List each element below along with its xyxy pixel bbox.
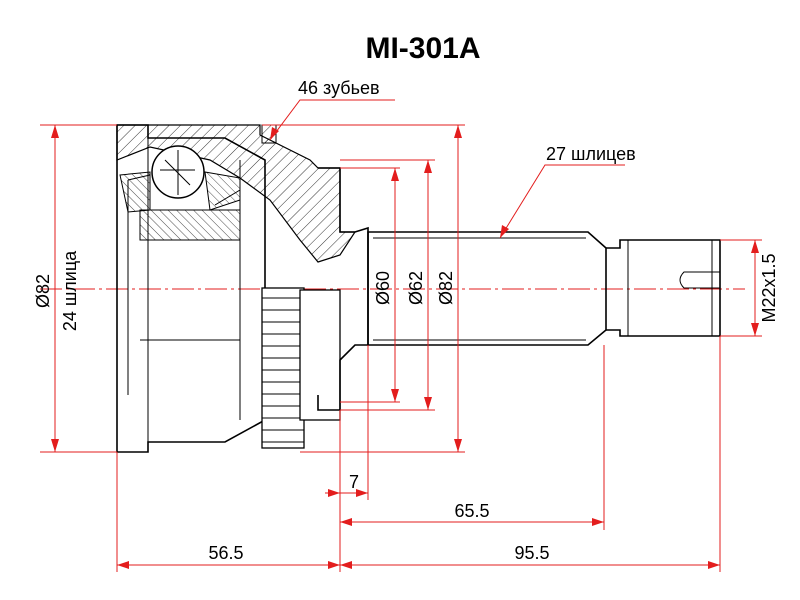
dimension-lines — [40, 99, 762, 572]
part-number-title: MI-301A — [365, 32, 480, 65]
housing-diameter-label: Ø82 — [33, 274, 53, 308]
length-56-5-label: 56.5 — [208, 543, 243, 563]
diameter-82-label: Ø82 — [436, 271, 456, 305]
abs-ring — [261, 124, 341, 449]
diameter-60-label: Ø60 — [373, 271, 393, 305]
diameter-62-label: Ø62 — [406, 271, 426, 305]
teeth-count-label: 46 зубьев — [298, 78, 380, 98]
outer-race — [116, 124, 357, 453]
shaft-splines-label: 27 шлицев — [546, 144, 636, 164]
inner-splines-label: 24 шлица — [60, 250, 80, 331]
threaded-end — [606, 239, 721, 337]
length-7-label: 7 — [349, 472, 359, 492]
length-95-5-label: 95.5 — [514, 543, 549, 563]
thread-label: M22x1.5 — [759, 253, 779, 322]
length-65-5-label: 65.5 — [454, 501, 489, 521]
